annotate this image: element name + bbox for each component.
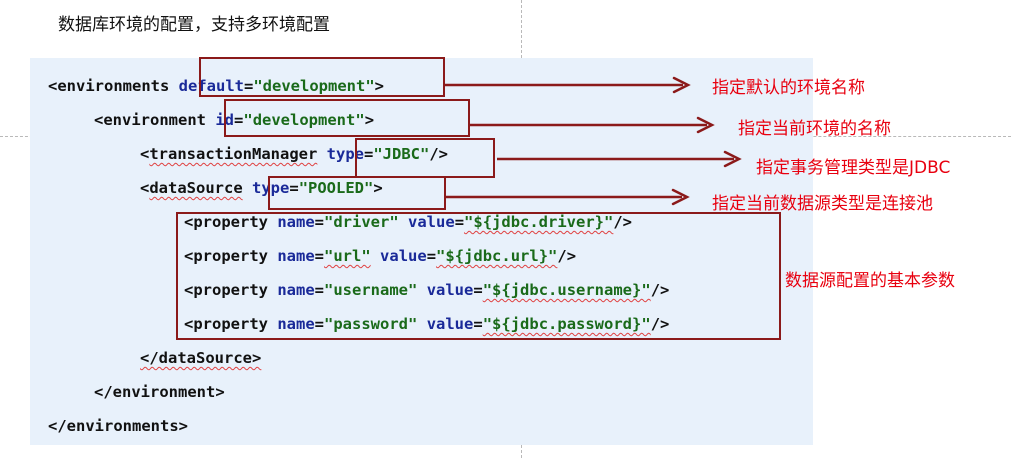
punct: = <box>426 247 437 265</box>
punct: /> <box>557 247 577 265</box>
highlight-box-default <box>199 57 445 97</box>
punct: = <box>473 281 483 299</box>
arrow-head-environment-id <box>696 116 715 134</box>
code-line-property-password: <property name="password" value="${jdbc.… <box>184 314 669 334</box>
code-line-datasource-open: <dataSource type="POOLED"> <box>140 178 383 198</box>
punct: = <box>454 213 465 231</box>
attr-value: "username" <box>324 281 418 299</box>
attr-value: "url" <box>324 247 371 265</box>
tag-name: </environment> <box>94 383 225 401</box>
punct: = <box>314 213 325 231</box>
arrow-head-datasource-type <box>671 188 690 206</box>
punct: = <box>473 315 483 333</box>
attr-value: "POOLED" <box>298 179 374 197</box>
code-line-property-url: <property name="url" value="${jdbc.url}"… <box>184 246 576 266</box>
attr-value: "${jdbc.url}" <box>436 247 558 265</box>
punct: /> <box>429 145 449 163</box>
punct: = <box>314 247 325 265</box>
highlight-box-environment-id <box>224 99 470 137</box>
annotation-default-env: 指定默认的环境名称 <box>712 78 865 98</box>
punct: < <box>184 213 194 231</box>
attr-name: name <box>277 213 315 231</box>
diagram-heading: 数据库环境的配置，支持多环境配置 <box>58 15 330 35</box>
code-line-environments-open: <environments default="development"> <box>48 76 384 96</box>
highlight-box-datasource-type <box>268 176 446 210</box>
code-line-property-username: <property name="username" value="${jdbc.… <box>184 280 669 300</box>
punct: < <box>184 247 194 265</box>
tag-name: property <box>193 315 268 333</box>
punct: > <box>373 179 383 197</box>
code-line-environment-close: </environment> <box>94 382 225 402</box>
tag-name: </dataSource> <box>140 349 262 367</box>
tag-name: transactionManager <box>149 145 318 163</box>
tag-name: property <box>193 213 268 231</box>
attr-value: "development" <box>253 77 375 95</box>
tag-name: dataSource <box>149 179 243 197</box>
punct: < <box>184 315 194 333</box>
punct: = <box>364 145 374 163</box>
tag-name: property <box>193 281 268 299</box>
punct: > <box>374 77 385 95</box>
code-block <box>30 58 813 445</box>
attr-value: "${jdbc.username}" <box>482 281 651 299</box>
tag-name: environments <box>57 77 170 95</box>
attr-name: value <box>380 247 427 265</box>
arrow-head-transaction-type <box>723 150 742 168</box>
punct: = <box>234 111 244 129</box>
annotation-current-env: 指定当前环境的名称 <box>738 119 891 139</box>
attr-name: type <box>252 179 290 197</box>
attr-name: name <box>277 281 315 299</box>
punct: < <box>140 179 150 197</box>
code-line-property-driver: <property name="driver" value="${jdbc.dr… <box>184 212 632 232</box>
attr-value: "password" <box>324 315 418 333</box>
attr-value: "development" <box>243 111 365 129</box>
punct: /> <box>613 213 633 231</box>
punct: = <box>314 281 325 299</box>
annotation-datasource-params: 数据源配置的基本参数 <box>785 271 955 291</box>
punct: < <box>94 111 104 129</box>
attr-value: "${jdbc.password}" <box>482 315 651 333</box>
attr-name: type <box>326 145 364 163</box>
highlight-box-properties <box>176 212 781 340</box>
arrow-head-default <box>672 76 691 94</box>
punct: /> <box>650 315 670 333</box>
punct: = <box>314 315 325 333</box>
annotation-transaction-type: 指定事务管理类型是JDBC <box>756 158 951 178</box>
attr-name: name <box>277 247 315 265</box>
punct: = <box>244 77 254 95</box>
attr-value: "driver" <box>324 213 399 231</box>
punct: /> <box>650 281 670 299</box>
punct: < <box>140 145 150 163</box>
tag-name: environment <box>103 111 206 129</box>
punct: < <box>48 77 58 95</box>
punct: > <box>364 111 375 129</box>
code-line-datasource-close: </dataSource> <box>140 348 261 368</box>
attr-name: value <box>408 213 455 231</box>
punct: < <box>184 281 194 299</box>
tag-name: </environments> <box>48 417 188 435</box>
code-line-transaction-manager: <transactionManager type="JDBC"/> <box>140 144 448 164</box>
attr-value: "JDBC" <box>373 145 430 163</box>
tag-name: property <box>193 247 268 265</box>
attr-name: name <box>277 315 315 333</box>
code-line-environments-close: </environments> <box>48 416 188 436</box>
attr-value: "${jdbc.driver}" <box>464 213 614 231</box>
annotation-datasource-type: 指定当前数据源类型是连接池 <box>712 194 933 214</box>
punct: = <box>289 179 299 197</box>
attr-name: default <box>178 77 244 95</box>
attr-name: value <box>426 315 474 333</box>
attr-name: value <box>426 281 474 299</box>
